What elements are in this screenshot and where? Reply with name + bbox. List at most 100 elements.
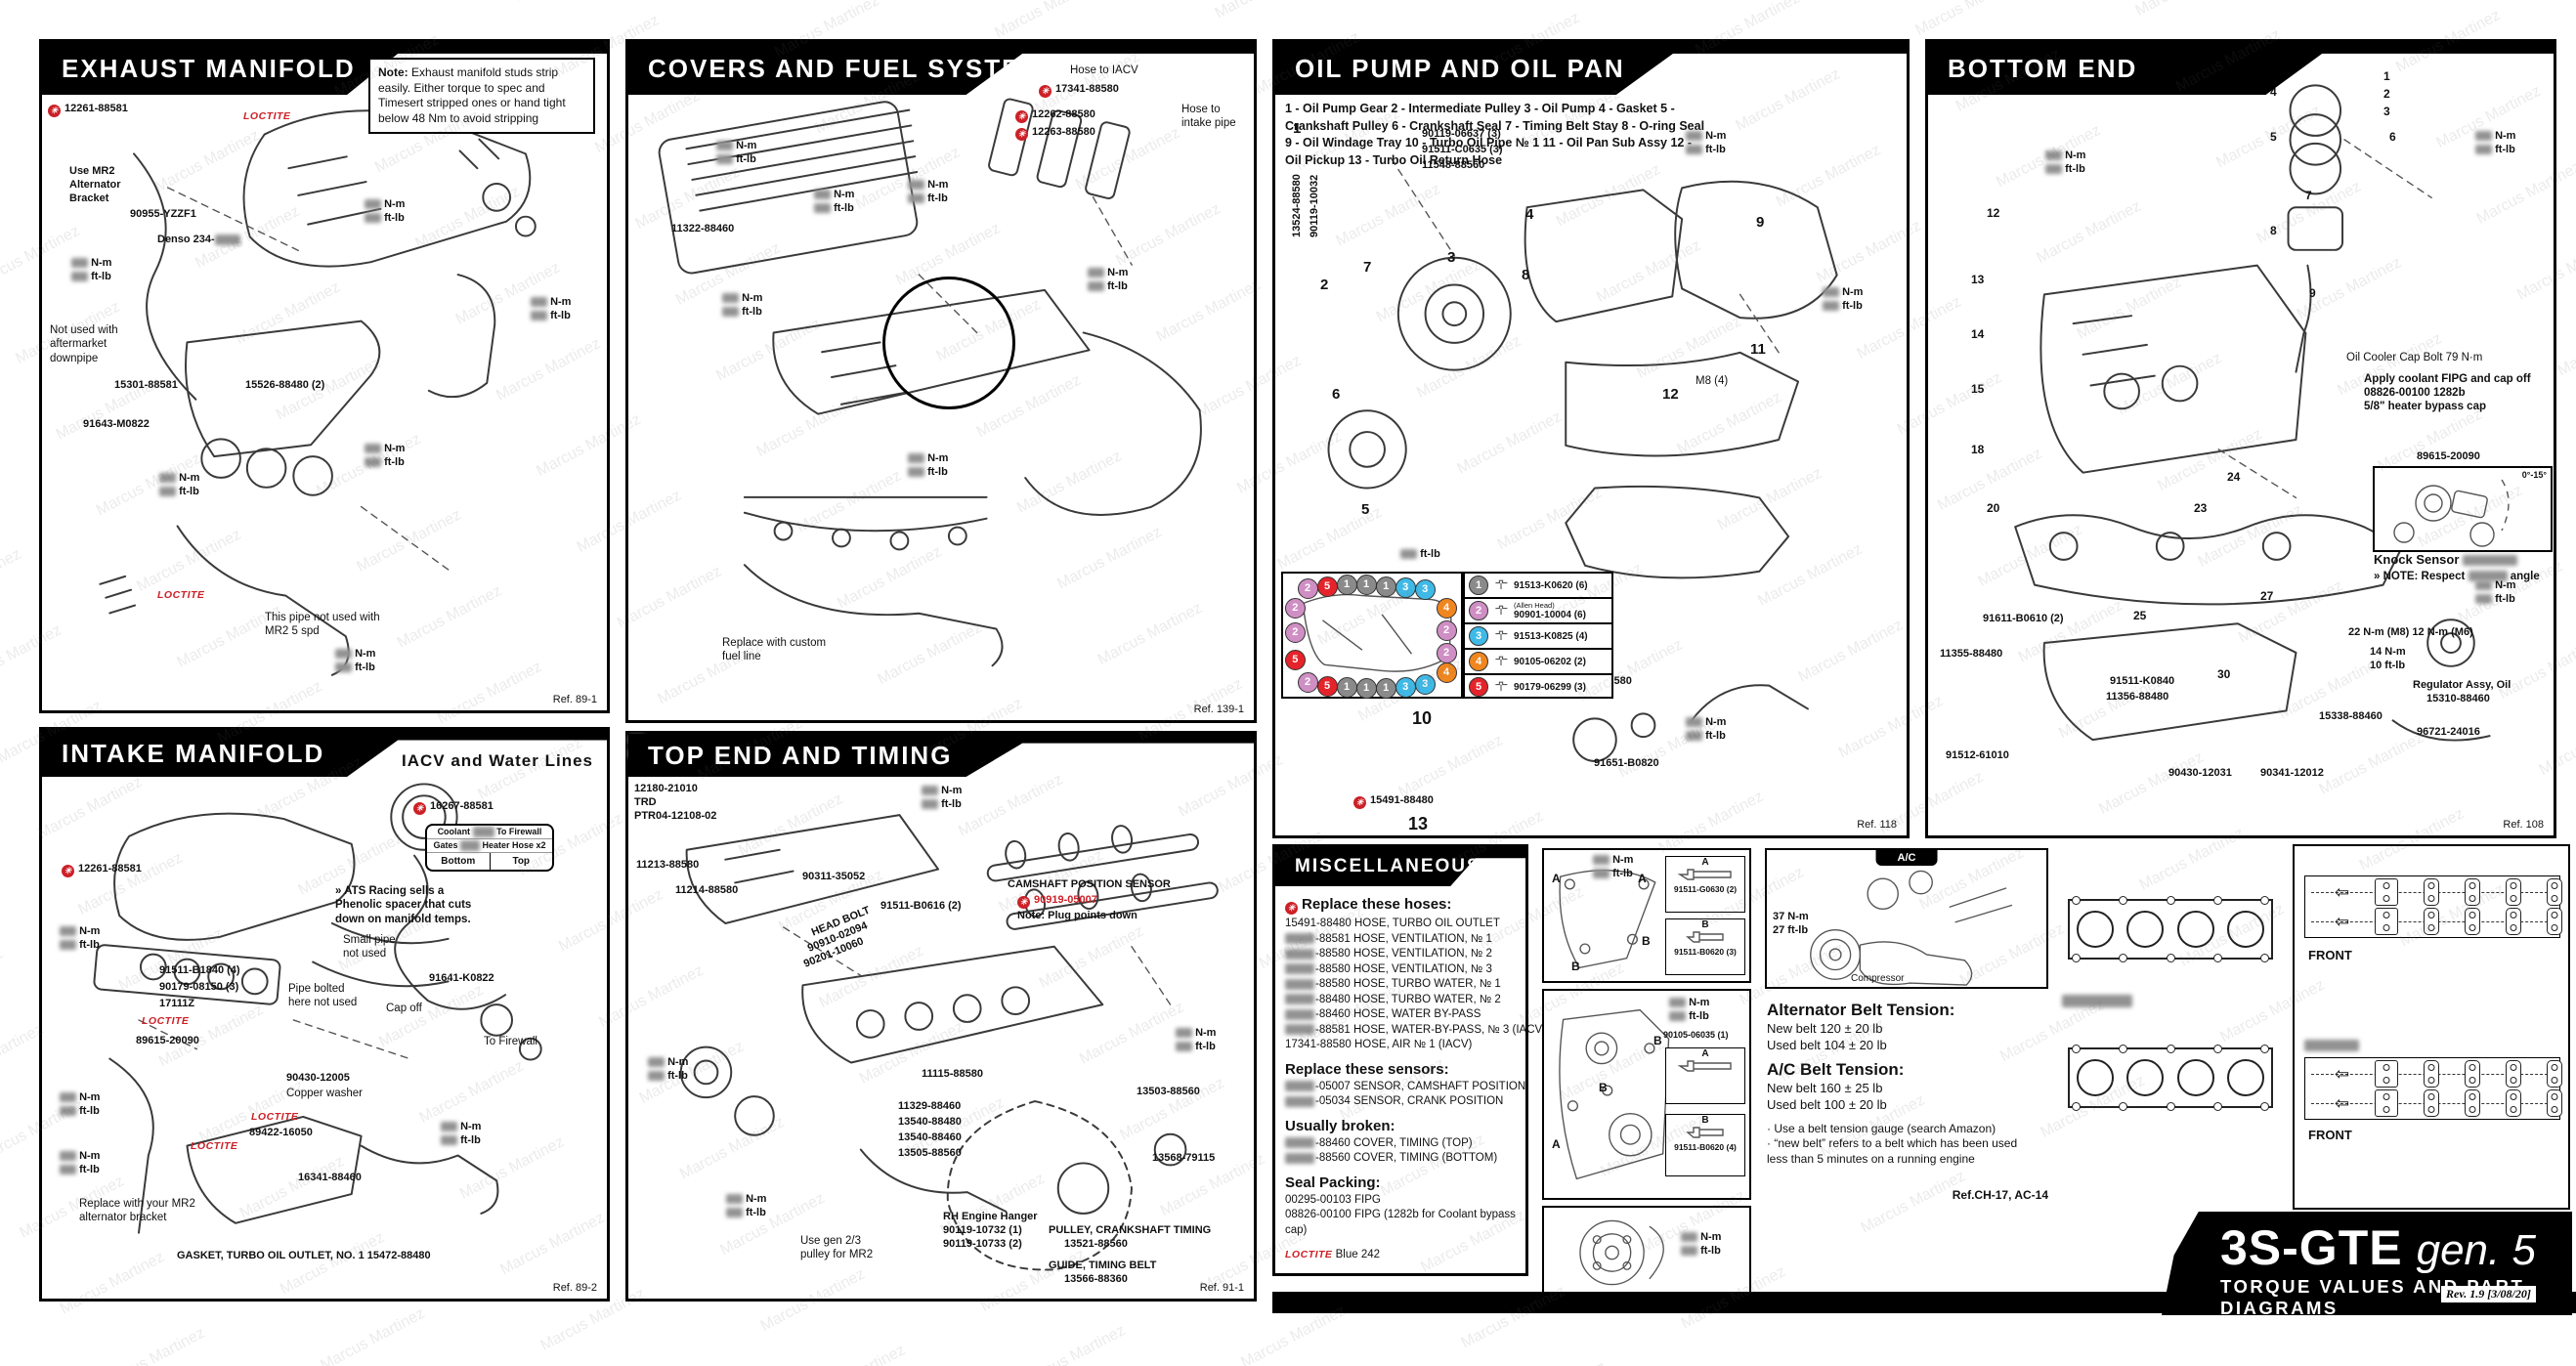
part-callout: 11322-88460 bbox=[671, 223, 735, 235]
redacted-value bbox=[2463, 555, 2518, 567]
torque-value-blurred: N-m ft-lb bbox=[1669, 997, 1709, 1024]
loctite-label: LOCTITE bbox=[157, 589, 205, 601]
part-callout: 91512-61010 bbox=[1946, 749, 2009, 761]
bolt-a-label: A bbox=[1552, 1137, 1561, 1151]
torque-value-blurred: N-m ft-lb bbox=[1686, 130, 1726, 157]
loctite-item: LOCTITE Blue 242 bbox=[1285, 1249, 1381, 1261]
site-link[interactable]: MR2HEAVEN.COM bbox=[2220, 1319, 2492, 1351]
misc-diagrams-area: A A B B N-m ft-lb A 91511-G0630 (2) B 91… bbox=[1542, 844, 2050, 1302]
bolt-a-detail: A 91511-G0630 (2) bbox=[1665, 856, 1745, 913]
bolt-b-label: B bbox=[1571, 960, 1580, 973]
item-number: 9 bbox=[1756, 214, 1765, 231]
belt-tension-block: Alternator Belt Tension: New belt 120 ± … bbox=[1767, 1001, 2048, 1204]
part-callout: Small pipe not used bbox=[343, 934, 396, 960]
oilpump-key-list: 1 - Oil Pump Gear 2 - Intermediate Pulle… bbox=[1285, 102, 1705, 167]
part-callout: M8 (4) bbox=[1696, 375, 1729, 387]
seal-heading: Seal Packing: bbox=[1285, 1174, 1381, 1191]
part-callout: Note: Plug points down bbox=[1017, 910, 1138, 921]
part-callout: 12180-21010 bbox=[634, 783, 698, 794]
part-callout: 90919-05007 bbox=[1017, 894, 1097, 909]
part-callout: 12263-88580 bbox=[1015, 126, 1095, 141]
part-callout: 10 ft-lb bbox=[2370, 660, 2406, 671]
part-callout: Use gen 2/3 pulley for MR2 bbox=[800, 1235, 874, 1261]
part-callout: 12262-88580 bbox=[1015, 108, 1095, 123]
replace-part-icon bbox=[1039, 85, 1052, 98]
torque-value-blurred: N-m ft-lb bbox=[1681, 1231, 1721, 1259]
redacted-part-prefix bbox=[1285, 1008, 1314, 1020]
part-callout: Regulator Assy, Oil bbox=[2413, 679, 2512, 691]
redacted-value bbox=[2304, 1039, 2359, 1051]
knock-sensor-inset: 0°-15° bbox=[2373, 466, 2553, 552]
part-callout: 12261-88581 bbox=[62, 863, 142, 877]
torque-value-blurred: N-m ft-lb bbox=[908, 452, 948, 480]
item-number: 8 bbox=[1522, 267, 1530, 283]
torque-value-blurred: N-m ft-lb bbox=[60, 925, 100, 953]
part-callout: 16341-88460 bbox=[298, 1172, 362, 1183]
item-number: 15 bbox=[1971, 382, 1985, 396]
alt-belt-new: New belt 120 ± 20 lb bbox=[1767, 1021, 1883, 1036]
cam-removal-block bbox=[2304, 875, 2563, 938]
part-callout: 15301-88581 bbox=[114, 379, 178, 391]
replace-part-icon bbox=[1015, 110, 1028, 123]
sensors-heading: Replace these sensors: bbox=[1285, 1060, 1449, 1078]
belt-note-1: · Use a belt tension gauge (search Amazo… bbox=[1767, 1121, 1996, 1135]
part-callout: 89615-20090 bbox=[2417, 450, 2480, 462]
item-number: 30 bbox=[2217, 667, 2231, 681]
head-bolt-diagram-removal bbox=[2068, 896, 2273, 962]
replace-part-icon bbox=[62, 865, 74, 877]
torque-value-blurred: N-m ft-lb bbox=[814, 189, 854, 216]
hose-item: 15491-88480 HOSE, TURBO OIL OUTLET bbox=[1285, 918, 1500, 929]
item-number: 11 bbox=[1750, 341, 1766, 358]
timing-cover-top-bolts-box: A A B B N-m ft-lb A 91511-G0630 (2) B 91… bbox=[1542, 848, 1751, 983]
hose-item: 17341-88580 HOSE, AIR № 1 (IACV) bbox=[1285, 1039, 1473, 1051]
item-number: 10 bbox=[1412, 708, 1433, 728]
intake-diagram-art bbox=[93, 783, 542, 1234]
panel-title: TOP END AND TIMING bbox=[648, 740, 953, 770]
part-callout: Denso 234- bbox=[157, 234, 240, 247]
part-callout: 11548-88560 bbox=[1422, 159, 1485, 171]
front-arrow-icon bbox=[2335, 1065, 2349, 1083]
legend-row: 5 90179-06299 (3) bbox=[1465, 675, 1611, 699]
front-arrow-icon bbox=[2335, 1094, 2349, 1112]
part-callout: 08826-00100 1282b bbox=[2364, 387, 2466, 399]
item-number: 6 bbox=[2389, 130, 2396, 144]
replace-part-icon bbox=[48, 105, 61, 117]
panel-bottom-end: BOTTOM END 1 2 3 4 5 6 7 8 9 bbox=[1925, 39, 2556, 838]
loctite-label: LOCTITE bbox=[191, 1140, 238, 1152]
seal-item: 08826-00100 FIPG (1282b for Coolant bypa… bbox=[1285, 1209, 1516, 1236]
part-callout: GASKET, TURBO OIL OUTLET, NO. 1 15472-88… bbox=[177, 1250, 431, 1261]
hoses-heading: Replace these hoses: bbox=[1285, 896, 1520, 915]
loctite-label: LOCTITE bbox=[251, 1111, 299, 1123]
part-callout: 90105-06035 (1) bbox=[1663, 1030, 1729, 1040]
cylinder-label bbox=[2227, 1059, 2265, 1096]
item-number: 9 bbox=[2309, 286, 2316, 300]
cylinder-label bbox=[2076, 911, 2114, 948]
note-text: Exhaust manifold studs strip easily. Eit… bbox=[378, 65, 566, 125]
item-number: 2 bbox=[1320, 277, 1329, 293]
part-callout: RH Engine Hanger bbox=[943, 1211, 1038, 1222]
torque-value-blurred: N-m ft-lb bbox=[2475, 579, 2515, 607]
part-callout: 15338-88460 bbox=[2319, 710, 2383, 722]
panel-intake-manifold: INTAKE MANIFOLD IACV and Water Lines 122… bbox=[39, 727, 610, 1302]
cam-caps-row bbox=[2311, 878, 2563, 906]
topend-diagram-art bbox=[679, 814, 1219, 1271]
cam-caps-row bbox=[2311, 1089, 2563, 1117]
part-callout: 11329-88460 bbox=[898, 1100, 962, 1112]
broken-item: -88560 COVER, TIMING (BOTTOM) bbox=[1285, 1151, 1520, 1167]
item-number: 5 bbox=[2270, 130, 2277, 144]
redacted-part-prefix bbox=[1285, 1137, 1314, 1149]
ac-belt-used: Used belt 100 ± 20 lb bbox=[1767, 1096, 1887, 1112]
part-callout: 15491-88480 bbox=[1353, 794, 1434, 809]
part-callout: 91511-C0635 (3) bbox=[1422, 144, 1503, 155]
panel-header-intake: INTAKE MANIFOLD bbox=[42, 730, 607, 777]
hose-item: -88581 HOSE, WATER-BY-PASS, № 3 (IACV) bbox=[1285, 1023, 1546, 1039]
item-number: 4 bbox=[1525, 206, 1534, 223]
firewall-hose-box: Coolant To Firewall Gates Heater Hose x2… bbox=[425, 824, 554, 873]
cylinder-label bbox=[2126, 911, 2165, 948]
item-number: 3 bbox=[2383, 105, 2390, 118]
torque-value-blurred: N-m ft-lb bbox=[335, 648, 375, 675]
alt-belt-used: Used belt 104 ± 20 lb bbox=[1767, 1037, 1887, 1052]
replace-part-icon bbox=[1015, 128, 1028, 141]
part-callout: Hose to IACV bbox=[1070, 64, 1138, 76]
